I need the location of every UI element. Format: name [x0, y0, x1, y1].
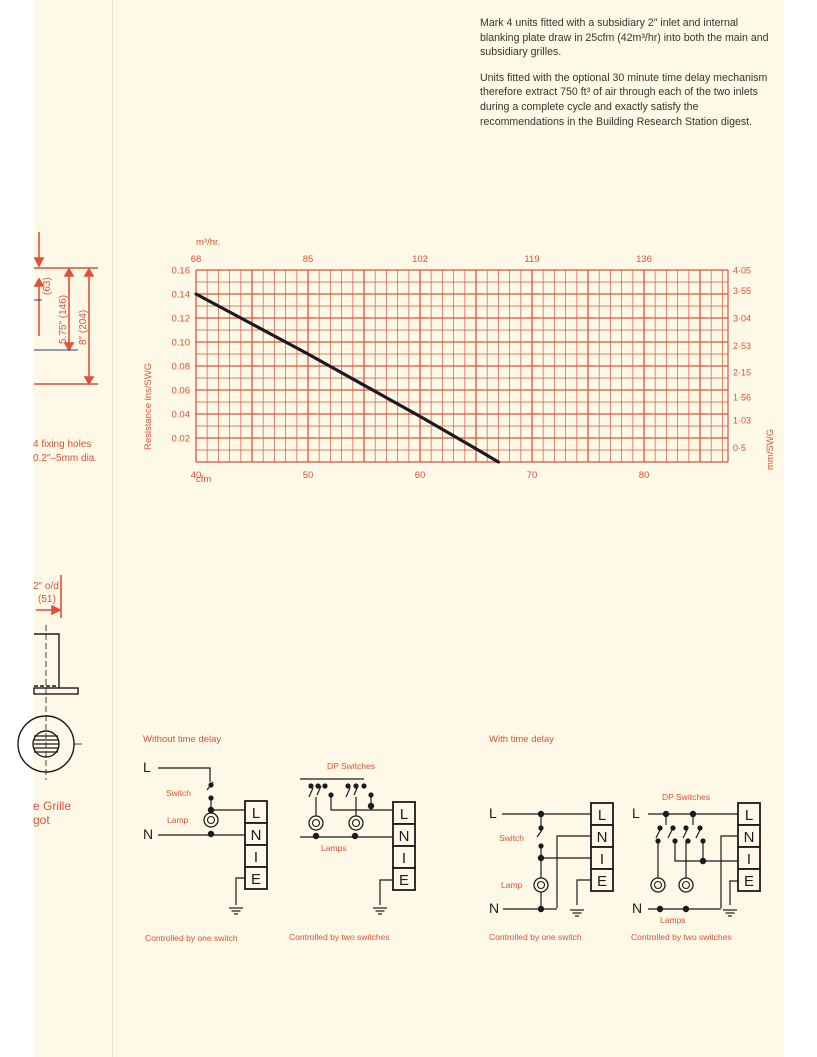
d4-terminal-N: N [744, 829, 755, 846]
d2-terminal-I: I [402, 850, 406, 867]
x-tick-label: 60 [415, 470, 426, 481]
y-tick-label: 0.08 [172, 362, 191, 373]
spigot-drawing [17, 625, 82, 780]
diagram-two-switches-with-delay [648, 802, 761, 917]
intro-text: Mark 4 units fitted with a subsidiary 2″… [480, 16, 780, 140]
d2-terminal-E: E [399, 872, 409, 889]
d1-terminal-E: E [251, 871, 261, 888]
heading-without-time-delay: Without time delay [143, 734, 222, 745]
y2-tick-label: 0·5 [733, 443, 746, 453]
d1-line-N: N [143, 826, 153, 842]
y-tick-label: 0.02 [172, 434, 191, 445]
d4-terminal-L: L [745, 807, 753, 824]
d2-dp-switches-label: DP Switches [327, 761, 375, 771]
d1-lamp-label: Lamp [167, 815, 189, 825]
d3-terminal-N: N [597, 829, 608, 846]
x2-tick-label: 85 [303, 254, 314, 265]
d3-line-L: L [489, 805, 497, 821]
d1-terminal-L: L [252, 805, 260, 822]
terminal-block-1 [244, 800, 268, 890]
y2-tick-label: 2·15 [733, 368, 751, 378]
y-tick-label: 0.16 [172, 266, 191, 277]
intro-paragraph-2: Units fitted with the optional 30 minute… [480, 71, 768, 128]
intro-paragraph-1: Mark 4 units fitted with a subsidiary 2″… [480, 17, 769, 59]
y2-axis-title: mm/SWG [765, 429, 776, 470]
d4-terminal-E: E [744, 873, 754, 890]
y2-tick-label: 1·03 [733, 416, 751, 426]
d1-switch-label: Switch [166, 788, 191, 798]
caption-d2: Controlled by two switches [289, 932, 390, 942]
y2-tick-label: 3·04 [733, 314, 751, 324]
page-fold [112, 0, 113, 1057]
od-label-2: (51) [38, 594, 56, 605]
chart-grid [195, 269, 729, 463]
caption-d4: Controlled by two switches [631, 932, 732, 942]
dim-63-label: (63) [42, 277, 53, 295]
d4-line-N: N [632, 900, 642, 916]
chart-axes: 40 50 60 70 80 68 85 102 119 136 0.16 0.14 0.12 0.10 0… [172, 254, 752, 481]
x-tick-label: 40 [191, 470, 202, 481]
d3-switch-label: Switch [499, 833, 524, 843]
x2-tick-label: 119 [524, 254, 539, 265]
x2-tick-label: 136 [636, 254, 652, 265]
d4-terminal-I: I [747, 851, 751, 868]
heading-with-time-delay: With time delay [489, 734, 554, 745]
y2-tick-label: 2·53 [733, 341, 751, 351]
y-tick-label: 0.06 [172, 386, 191, 397]
terminal-block-4 [737, 802, 761, 892]
d2-terminal-N: N [399, 828, 410, 845]
dimension-drawing-fragment: (63) 5.75″ (146) 8″ (204) 4 fixing holes… [17, 232, 98, 827]
fixing-holes-label-2: 0.2″–5mm dia. [33, 453, 97, 464]
x-tick-label: 50 [303, 470, 314, 481]
d4-line-L: L [632, 805, 640, 821]
d4-dp-switches-label: DP Switches [662, 792, 710, 802]
y2-tick-label: 3·55 [733, 286, 751, 296]
d2-terminal-L: L [400, 806, 408, 823]
y2-tick-label: 4·05 [733, 266, 751, 276]
dim-146-label: 5.75″ (146) [58, 295, 69, 344]
d3-lamp-label: Lamp [501, 880, 523, 890]
dim-204-label: 8″ (204) [78, 310, 89, 345]
d2-lamps-label: Lamps [321, 843, 347, 853]
diagram-two-switches-no-delay [300, 778, 416, 915]
x2-tick-label: 102 [412, 254, 428, 265]
fixing-holes-label-1: 4 fixing holes [33, 439, 91, 450]
terminal-block-3 [590, 802, 614, 892]
diagram-one-switch-with-delay [502, 802, 614, 917]
x2-axis-title: m³/hr. [196, 237, 220, 248]
x-tick-label: 70 [527, 470, 538, 481]
diagram-one-switch-no-delay [158, 767, 268, 915]
y2-tick-label: 1·56 [733, 393, 751, 403]
terminal-block-2 [392, 801, 416, 891]
d3-terminal-L: L [598, 807, 606, 824]
x-axis-title: cfm [196, 474, 211, 485]
d1-terminal-I: I [254, 849, 258, 866]
resistance-curve [194, 292, 500, 464]
y-tick-label: 0.10 [172, 338, 191, 349]
d3-terminal-E: E [597, 873, 607, 890]
d4-lamps-label: Lamps [660, 915, 686, 925]
y-tick-label: 0.04 [172, 410, 191, 421]
d1-line-L: L [143, 759, 151, 775]
grille-label-2: got [33, 813, 50, 827]
caption-d3: Controlled by one switch [489, 932, 582, 942]
resistance-chart: 40 50 60 70 80 68 85 102 119 136 0.16 0.14 0.12 0.10 0… [143, 237, 776, 485]
x-tick-label: 80 [639, 470, 650, 481]
d1-terminal-N: N [251, 827, 262, 844]
y-tick-label: 0.14 [172, 290, 191, 301]
d3-terminal-I: I [600, 851, 604, 868]
x2-tick-label: 68 [191, 254, 202, 265]
caption-d1: Controlled by one switch [145, 933, 238, 943]
y-axis-title: Resistance ins/SWG [143, 363, 154, 450]
d3-line-N: N [489, 900, 499, 916]
od-label-1: 2″ o/d [33, 581, 59, 592]
y-tick-label: 0.12 [172, 314, 191, 325]
grille-label-1: e Grille [33, 799, 71, 813]
